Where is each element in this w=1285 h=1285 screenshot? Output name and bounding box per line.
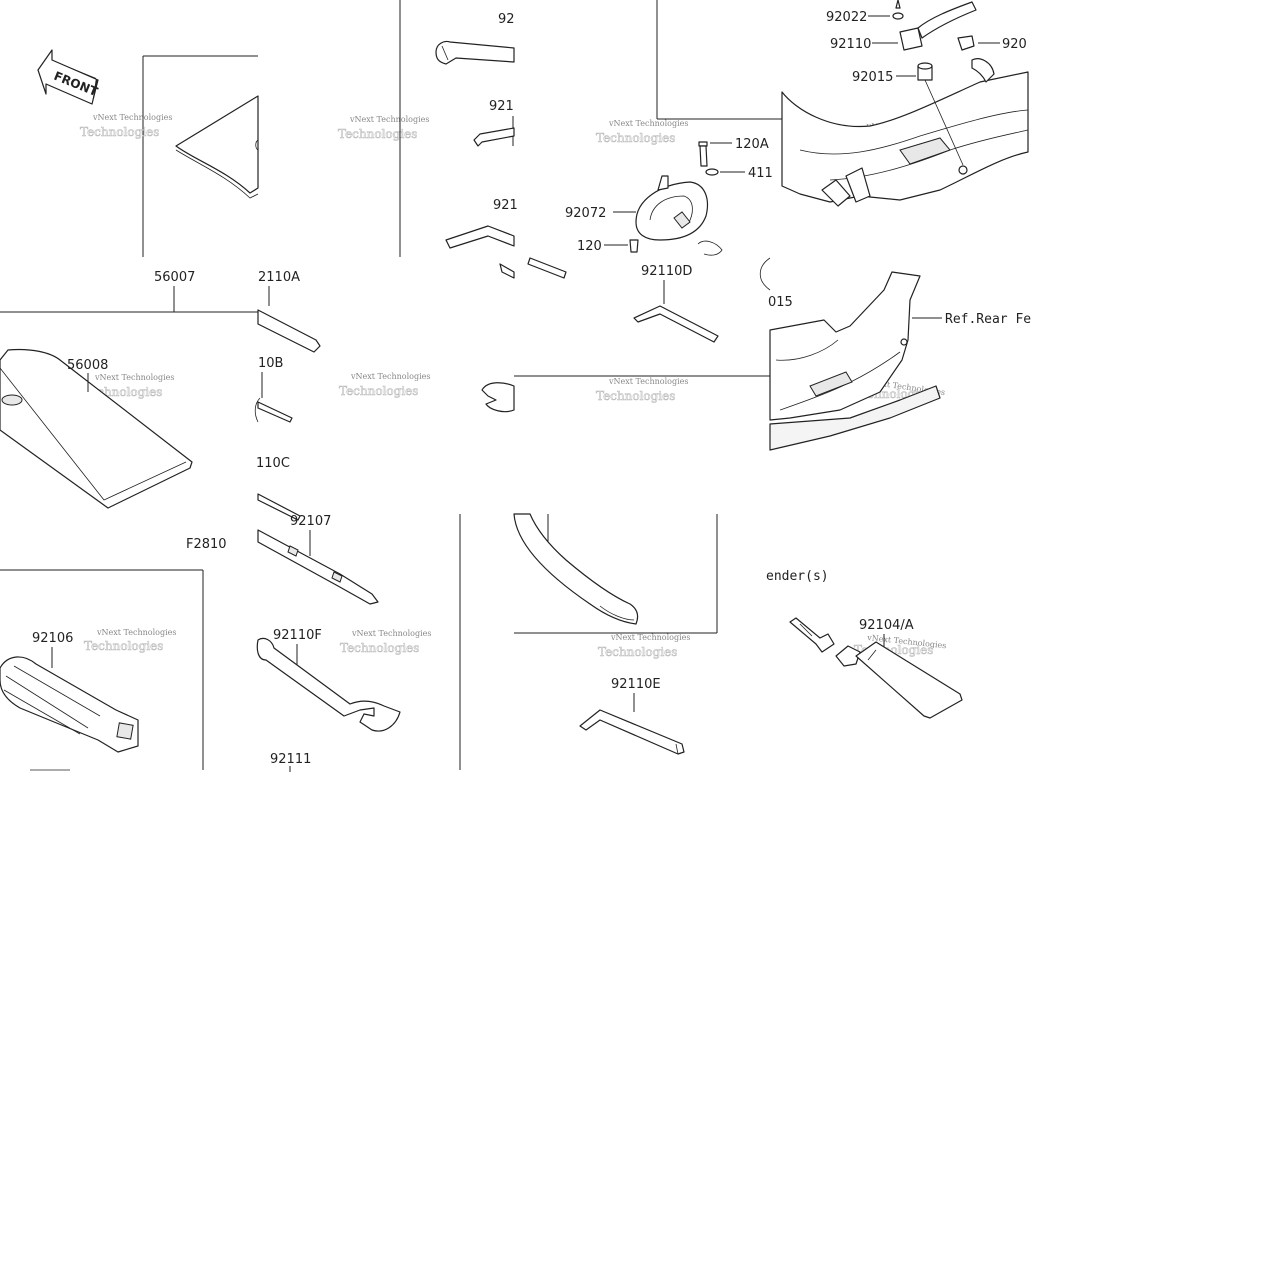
screwdriver-panel: 92106	[0, 569, 204, 771]
part-label-56007: 56007	[154, 270, 195, 285]
svg-text:vNext Technologies: vNext Technologies	[96, 628, 176, 637]
svg-text:vNext Technologies: vNext Technologies	[350, 372, 430, 381]
svg-text:vNext Technologies: vNext Technologies	[92, 113, 172, 122]
part-label-92022: 92022	[826, 10, 867, 25]
part-label-92: 92	[498, 12, 515, 27]
part-label-411: 411	[748, 166, 773, 181]
part-label-92110E: 92110E	[611, 677, 661, 692]
figure-code: F2810	[186, 537, 227, 552]
svg-text:Technologies: Technologies	[338, 127, 417, 141]
part-label-921: 921	[489, 99, 514, 114]
svg-text:Technologies: Technologies	[596, 131, 675, 145]
part-label-92111: 92111	[270, 752, 311, 767]
part-label-10B: 10B	[258, 356, 283, 371]
grease-tube-panel: ender(s) 92104/A	[766, 569, 963, 719]
svg-text:Technologies: Technologies	[340, 641, 419, 655]
tire-lever-panel: 92110E	[513, 513, 718, 755]
part-label-56008: 56008	[67, 358, 108, 373]
hex-key-panel-top: 92 921 921	[399, 0, 518, 257]
part-label-92110: 92110	[830, 37, 871, 52]
hex-key-panel-middle: 2110A 10B 110C	[254, 257, 770, 521]
svg-text:Technologies: Technologies	[598, 645, 677, 659]
part-label-92107: 92107	[290, 514, 331, 529]
part-label-110C: 110C	[256, 456, 290, 471]
tail-assembly-panel: 92022 92110 920 92015	[781, 0, 1029, 207]
owners-manual-panel	[142, 55, 259, 257]
front-arrow-icon: FRONT	[37, 49, 100, 105]
part-label-920: 920	[1002, 37, 1027, 52]
svg-text:vNext Technologies: vNext Technologies	[610, 633, 690, 642]
part-label-92072: 92072	[565, 206, 606, 221]
tool-bag-panel: 56007 56008 F2810	[0, 270, 258, 552]
ref-rear-fender-label: Ref.Rear Fe	[945, 312, 1031, 327]
part-label-120: 120	[577, 239, 602, 254]
svg-text:Technologies: Technologies	[596, 389, 675, 403]
part-label-120A: 120A	[735, 137, 769, 152]
part-label-92104A: 92104/A	[859, 618, 914, 633]
part-label-015: 015	[768, 295, 793, 310]
rear-fender-panel: 92110D 015 Ref.Rear Fe	[633, 257, 1031, 451]
svg-text:vNext Technologies: vNext Technologies	[608, 119, 688, 128]
svg-text:vNext Technologies: vNext Technologies	[608, 377, 688, 386]
svg-text:Technologies: Technologies	[80, 125, 159, 139]
screwdriver-wrench-panel: 92107 92110F 92111	[256, 514, 461, 772]
part-label-2110A: 2110A	[258, 270, 300, 285]
part-label-921b: 921	[493, 198, 518, 213]
fenders-label: ender(s)	[766, 569, 829, 584]
cover-panel: 120A 411 92072 120	[565, 0, 782, 256]
svg-text:vNext Technologies: vNext Technologies	[94, 373, 174, 382]
svg-text:Technologies: Technologies	[339, 384, 418, 398]
svg-text:vNext Technologies: vNext Technologies	[349, 115, 429, 124]
part-label-92106: 92106	[32, 631, 73, 646]
part-label-92110F: 92110F	[273, 628, 322, 643]
svg-text:vNext Technologies: vNext Technologies	[351, 629, 431, 638]
part-label-92015: 92015	[852, 70, 893, 85]
svg-text:Technologies: Technologies	[84, 639, 163, 653]
part-label-92110D: 92110D	[641, 264, 692, 279]
